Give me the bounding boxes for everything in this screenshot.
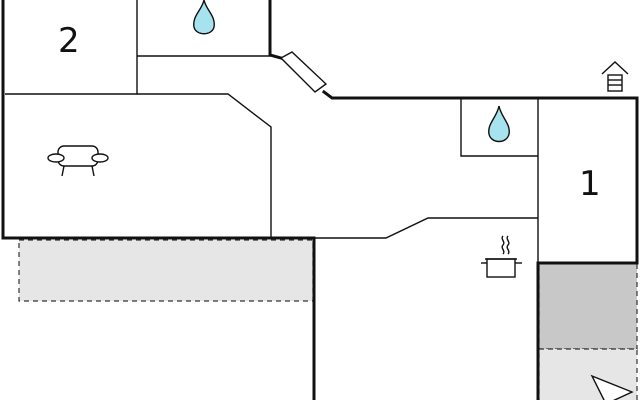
room-label-2: 2 xyxy=(58,21,80,61)
door-icon xyxy=(279,51,328,93)
cooking-pot-icon xyxy=(481,235,522,278)
room-label-1: 1 xyxy=(579,164,601,204)
compass-arrow-icon xyxy=(590,374,634,400)
water-drop-icon xyxy=(193,0,215,35)
terrace-left xyxy=(18,239,314,302)
fireplace-chimney-icon xyxy=(601,61,629,92)
sofa-icon xyxy=(47,145,109,177)
water-drop-icon xyxy=(488,105,510,143)
terrace-right-upper xyxy=(538,262,638,350)
terrace-right-lower xyxy=(538,348,638,400)
